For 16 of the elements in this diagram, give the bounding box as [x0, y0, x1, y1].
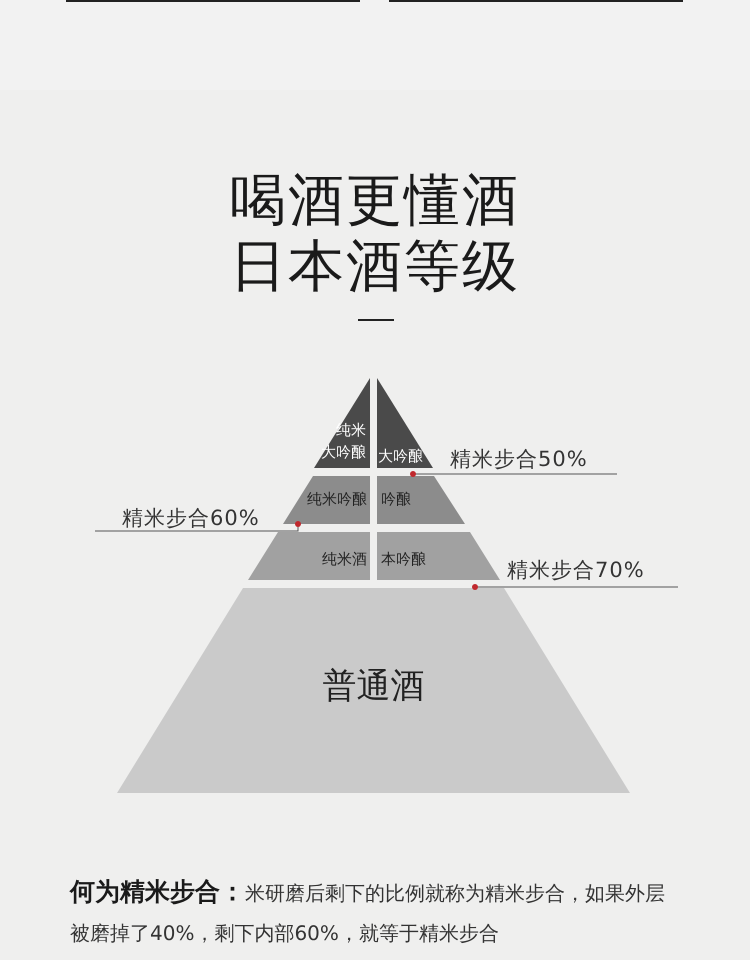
tier-label: 纯米	[336, 420, 366, 441]
leader-line	[472, 584, 678, 590]
title: 喝酒更懂酒日本酒等级	[229, 168, 521, 300]
callout-label: 精米步合60%	[122, 505, 260, 531]
callout-label: 精米步合50%	[450, 446, 588, 472]
tier-label: 纯米酒	[322, 549, 367, 570]
paragraph: 何为精米步合：米研磨后剩下的比例就称为精米步合，如果外层被磨掉了40%，剩下内部60%，就等于精米步合	[70, 876, 666, 947]
callout-label: 精米步合70%	[507, 557, 645, 583]
leader-line	[94, 521, 301, 532]
tier-label: 纯米吟酿	[307, 489, 367, 510]
tier-label: 大吟酿	[321, 442, 366, 463]
tier-label: 吟酿	[381, 489, 411, 510]
leader-line	[410, 471, 618, 477]
tier-label: 本吟酿	[381, 549, 426, 570]
tier-label: 普通酒	[322, 666, 426, 706]
tier-label: 大吟酿	[378, 446, 423, 467]
